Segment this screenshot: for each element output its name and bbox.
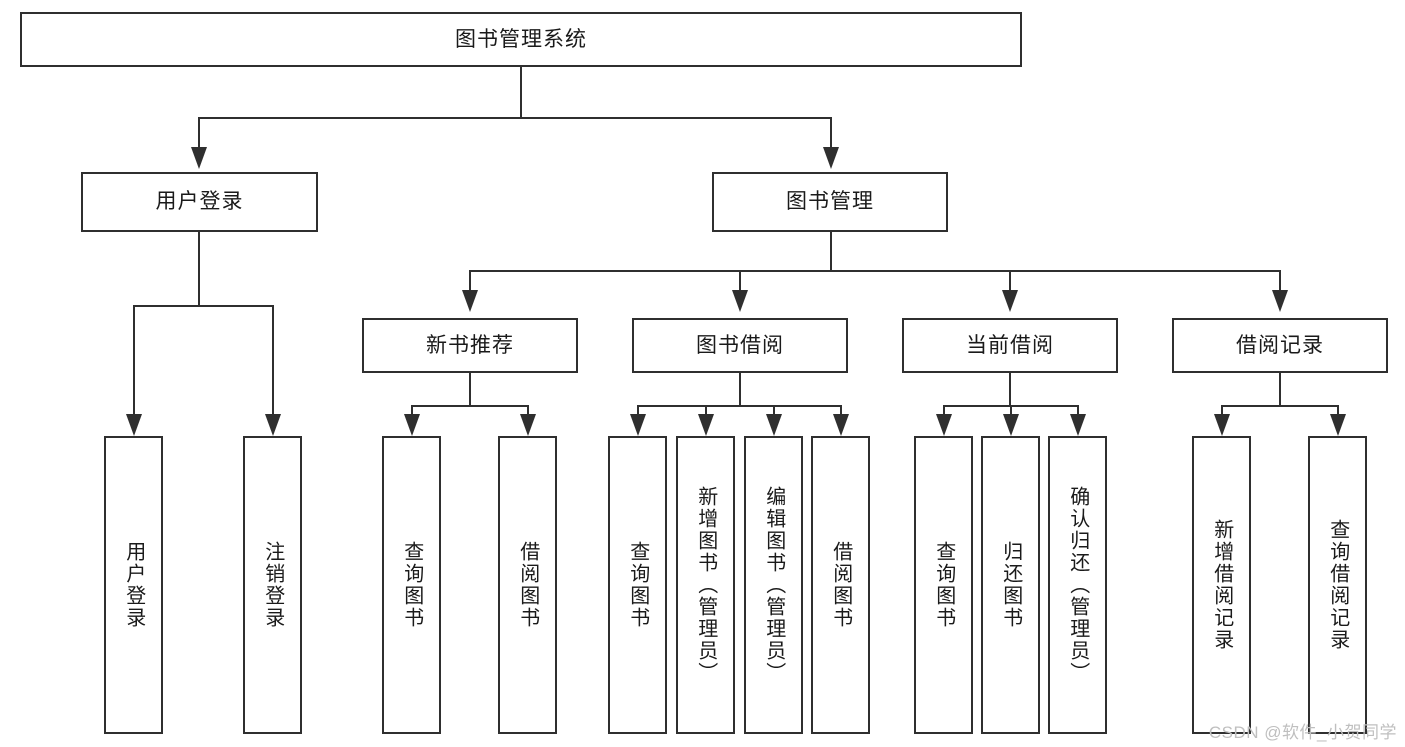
leaf-bb-borrow-book[interactable]: 借阅图书 [811, 436, 870, 734]
connector-cb-drop-2 [1010, 405, 1012, 416]
connector-br-drop-1 [1221, 405, 1223, 416]
node-book-management[interactable]: 图书管理 [712, 172, 948, 232]
leaf-bb-add-book-admin[interactable]: 新增图书（管理员） [676, 436, 735, 734]
arrow-to-leaf-user-login [126, 414, 142, 436]
connector-cb-drop-3 [1077, 405, 1079, 416]
leaf-label: 借阅图书 [516, 541, 539, 629]
arrow-to-leaf-logout [265, 414, 281, 436]
connector-root-drop-right [830, 117, 832, 147]
connector-nbr-bus [411, 405, 529, 407]
node-label: 当前借阅 [966, 333, 1054, 357]
connector-user-login-bus [133, 305, 273, 307]
leaf-label: 借阅图书 [829, 541, 852, 629]
leaf-cb-return-book[interactable]: 归还图书 [981, 436, 1040, 734]
leaf-label: 查询借阅记录 [1326, 519, 1349, 651]
connector-bb-drop-3 [773, 405, 775, 416]
leaf-cb-query-book[interactable]: 查询图书 [914, 436, 973, 734]
arrow-bb-leaf-1 [630, 414, 646, 436]
connector-book-management-stem [830, 232, 832, 270]
connector-bb-stem [739, 373, 741, 405]
node-label: 图书管理 [786, 190, 874, 214]
leaf-br-add-record[interactable]: 新增借阅记录 [1192, 436, 1251, 734]
arrow-cb-leaf-1 [936, 414, 952, 436]
leaf-label: 新增图书（管理员） [694, 486, 717, 684]
leaf-label: 查询图书 [400, 541, 423, 629]
leaf-br-query-record[interactable]: 查询借阅记录 [1308, 436, 1367, 734]
node-borrow-record[interactable]: 借阅记录 [1172, 318, 1388, 373]
arrow-root-to-user-login [191, 147, 207, 169]
arrow-br-leaf-1 [1214, 414, 1230, 436]
connector-level3-drop-1 [469, 270, 471, 292]
leaf-label: 查询图书 [932, 541, 955, 629]
connector-level3-drop-2 [739, 270, 741, 292]
arrow-root-to-book-management [823, 147, 839, 169]
arrow-bb-leaf-2 [698, 414, 714, 436]
connector-bb-drop-2 [705, 405, 707, 416]
node-root-book-management-system[interactable]: 图书管理系统 [20, 12, 1022, 67]
node-book-borrow[interactable]: 图书借阅 [632, 318, 848, 373]
arrow-nbr-leaf-1 [404, 414, 420, 436]
connector-br-stem [1279, 373, 1281, 405]
leaf-logout[interactable]: 注销登录 [243, 436, 302, 734]
arrow-bb-leaf-3 [766, 414, 782, 436]
csdn-watermark: CSDN @软件_小贺同学 [1208, 723, 1397, 742]
arrow-to-new-book-recommend [462, 290, 478, 312]
connector-br-bus [1221, 405, 1339, 407]
arrow-br-leaf-2 [1330, 414, 1346, 436]
leaf-label: 新增借阅记录 [1210, 519, 1233, 651]
node-label: 用户登录 [155, 190, 244, 214]
connector-bb-drop-4 [840, 405, 842, 416]
leaf-user-login[interactable]: 用户登录 [104, 436, 163, 734]
leaf-cb-confirm-return-admin[interactable]: 确认归还（管理员） [1048, 436, 1107, 734]
node-label: 借阅记录 [1236, 333, 1324, 357]
node-new-book-recommend[interactable]: 新书推荐 [362, 318, 578, 373]
leaf-bb-edit-book-admin[interactable]: 编辑图书（管理员） [744, 436, 803, 734]
node-label: 新书推荐 [426, 333, 514, 357]
arrow-to-borrow-record [1272, 290, 1288, 312]
leaf-label: 确认归还（管理员） [1066, 486, 1089, 684]
leaf-nbr-borrow-book[interactable]: 借阅图书 [498, 436, 557, 734]
connector-br-drop-2 [1337, 405, 1339, 416]
connector-level3-bus [469, 270, 1280, 272]
leaf-label: 归还图书 [999, 541, 1022, 629]
node-label: 图书管理系统 [455, 27, 587, 51]
arrow-bb-leaf-4 [833, 414, 849, 436]
arrow-to-current-borrow [1002, 290, 1018, 312]
arrow-cb-leaf-2 [1003, 414, 1019, 436]
leaf-label: 用户登录 [122, 541, 145, 629]
leaf-label: 注销登录 [261, 541, 284, 629]
connector-user-login-stem [198, 232, 200, 305]
connector-bb-bus [637, 405, 842, 407]
node-label: 图书借阅 [696, 333, 784, 357]
leaf-nbr-query-book[interactable]: 查询图书 [382, 436, 441, 734]
connector-level3-drop-4 [1279, 270, 1281, 292]
leaf-label: 查询图书 [626, 541, 649, 629]
connector-bb-drop-1 [637, 405, 639, 416]
connector-nbr-stem [469, 373, 471, 405]
connector-root-bus [198, 117, 832, 119]
connector-cb-stem [1009, 373, 1011, 405]
connector-nbr-drop-1 [411, 405, 413, 416]
leaf-bb-query-book[interactable]: 查询图书 [608, 436, 667, 734]
arrow-cb-leaf-3 [1070, 414, 1086, 436]
node-current-borrow[interactable]: 当前借阅 [902, 318, 1118, 373]
arrow-nbr-leaf-2 [520, 414, 536, 436]
leaf-label: 编辑图书（管理员） [762, 486, 785, 684]
connector-user-login-drop-1 [133, 305, 135, 414]
connector-level3-drop-3 [1009, 270, 1011, 292]
connector-user-login-drop-2 [272, 305, 274, 414]
connector-nbr-drop-2 [527, 405, 529, 416]
arrow-to-book-borrow [732, 290, 748, 312]
connector-root-drop-left [198, 117, 200, 147]
connector-root-stem [520, 67, 522, 117]
connector-cb-drop-1 [943, 405, 945, 416]
node-user-login[interactable]: 用户登录 [81, 172, 318, 232]
